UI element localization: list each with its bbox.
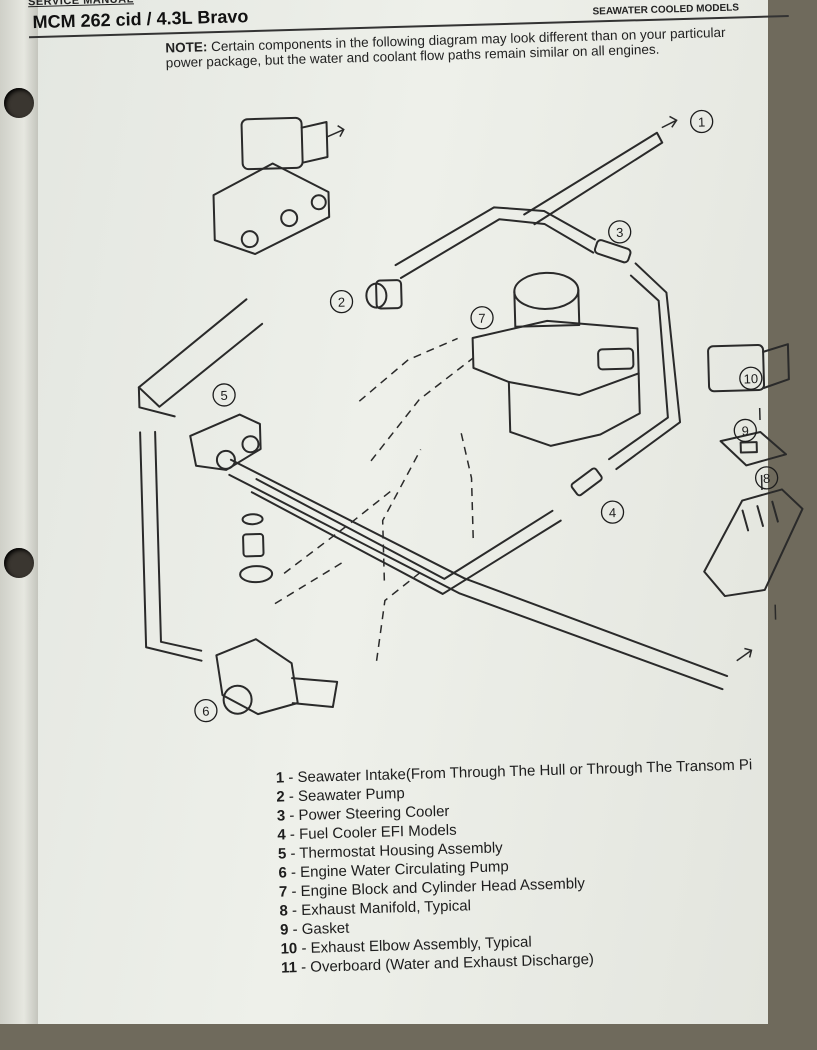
legend-text: - Seawater Pump <box>284 785 405 806</box>
legend-text: - Gasket <box>288 919 350 939</box>
callout-label: 5 <box>220 388 228 403</box>
seawater-pump-fitting <box>365 279 403 310</box>
circulating-pump <box>215 638 339 716</box>
fuel-cooler <box>570 467 603 497</box>
top-banner: SERVICE MANUAL <box>27 0 134 9</box>
exhaust-manifold <box>703 488 804 598</box>
callout-1: 1 <box>690 109 714 134</box>
hose <box>139 430 203 662</box>
callout-label: 7 <box>478 311 486 326</box>
callout-8: 8 <box>754 466 779 490</box>
engine-block <box>471 271 641 447</box>
callout-3: 3 <box>608 220 632 244</box>
callout-5: 5 <box>212 383 236 407</box>
callout-label: 3 <box>616 225 624 240</box>
callout-label: 1 <box>698 114 706 129</box>
binder-strip <box>0 0 40 1024</box>
callout-label: 2 <box>338 295 346 310</box>
hose <box>250 478 562 595</box>
power-steering-cooler <box>593 239 632 264</box>
note-label: NOTE: <box>165 39 208 56</box>
page-content: SERVICE MANUAL MCM 262 cid / 4.3L Bravo … <box>28 0 807 1050</box>
hose <box>523 131 664 226</box>
callout-label: 6 <box>202 703 210 718</box>
manual-page: SERVICE MANUAL MCM 262 cid / 4.3L Bravo … <box>28 0 804 1024</box>
binder-hole <box>4 88 34 118</box>
callout-2: 2 <box>329 289 354 314</box>
legend-number: 11 <box>280 959 298 977</box>
callout-label: 10 <box>743 371 758 386</box>
page-title: MCM 262 cid / 4.3L Bravo <box>32 6 249 33</box>
thermostat-parts <box>239 513 274 584</box>
section-label: SEAWATER COOLED MODELS <box>592 2 740 18</box>
hose <box>394 206 596 279</box>
hose <box>228 458 729 691</box>
binder-hole <box>4 548 34 578</box>
parts-legend: 1 - Seawater Intake(From Through The Hul… <box>276 754 802 977</box>
callout-label: 9 <box>741 423 749 438</box>
hose <box>137 298 264 418</box>
cooling-flow-diagram: 1 2 3 4 5 <box>137 109 804 723</box>
thermostat-housing <box>189 413 262 471</box>
callout-9: 9 <box>733 418 757 443</box>
callout-6: 6 <box>194 698 218 723</box>
callout-10: 10 <box>739 366 763 390</box>
callout-4: 4 <box>600 500 625 524</box>
hose <box>608 262 682 471</box>
flow-arrows <box>274 115 777 662</box>
callout-7: 7 <box>470 306 494 330</box>
legend-number: 10 <box>280 940 298 958</box>
exhaust-elbow-left <box>212 116 331 256</box>
gasket <box>719 430 787 467</box>
callout-label: 4 <box>609 505 617 520</box>
exhaust-elbow-right <box>707 343 790 393</box>
callout-label: 8 <box>763 471 771 486</box>
